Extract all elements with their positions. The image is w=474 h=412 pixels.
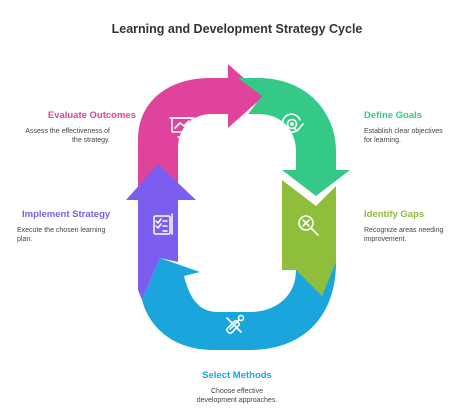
magnifier-x-icon (298, 215, 319, 236)
step-implement-title: Implement Strategy (22, 209, 111, 220)
segment-implement (126, 164, 196, 300)
step-define-desc-line2: for learning. (364, 137, 401, 144)
step-implement-desc-line2: plan. (17, 236, 33, 243)
step-evaluate-title: Evaluate Outcomes (47, 110, 136, 121)
step-identify-desc-line1: Recognize areas needing (364, 227, 444, 234)
step-define-desc-line1: Establish clear objectives (364, 128, 443, 135)
segment-evaluate (138, 64, 264, 192)
step-evaluate-desc-line1: Assess the effectiveness of (25, 128, 110, 135)
segment-define (238, 78, 350, 196)
step-select-desc: Choose effective development approaches. (177, 387, 297, 405)
step-define-desc: Establish clear objectives for learning. (364, 127, 443, 145)
step-select-title: Select Methods (202, 370, 272, 381)
step-identify-desc-line2: improvement. (364, 236, 407, 243)
step-evaluate-desc: Assess the effectiveness of the strategy… (25, 127, 110, 145)
segment-select (142, 258, 336, 350)
step-identify-title: Identify Gaps (364, 209, 425, 220)
checklist-icon (153, 213, 173, 235)
step-identify-desc: Recognize areas needing improvement. (364, 226, 443, 244)
tools-icon (225, 314, 245, 335)
step-implement-desc: Execute the chosen learning plan. (17, 226, 105, 244)
step-define-title: Define Goals (364, 110, 423, 121)
step-implement-desc-line1: Execute the chosen learning (17, 227, 106, 234)
page-title: Learning and Development Strategy Cycle (111, 22, 363, 36)
step-select-desc-line1: Choose effective (210, 388, 263, 395)
target-check-icon (281, 113, 304, 133)
presentation-chart-icon (169, 117, 195, 138)
step-evaluate-desc-line2: the strategy. (71, 137, 110, 144)
step-select-desc-line2: development approaches. (196, 397, 278, 404)
segment-identify (282, 180, 336, 312)
